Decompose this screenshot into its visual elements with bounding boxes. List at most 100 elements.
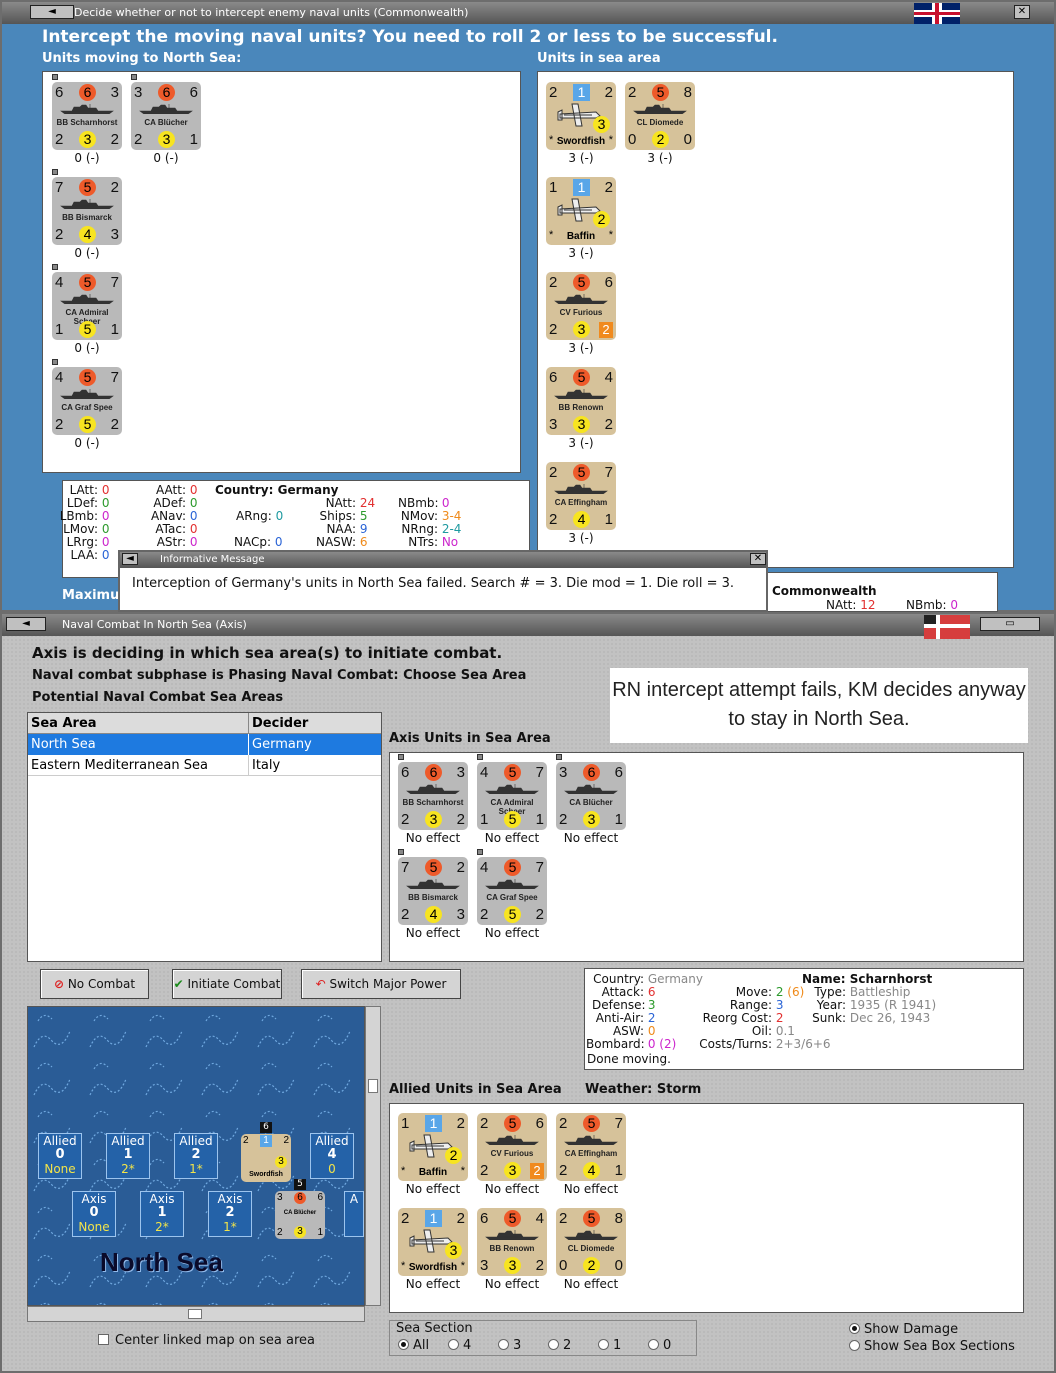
radio-icon[interactable] — [448, 1339, 459, 1350]
sea-section-option[interactable]: 3 — [498, 1338, 521, 1353]
radio-icon[interactable] — [598, 1339, 609, 1350]
radio-icon[interactable] — [498, 1339, 509, 1350]
show-damage-option[interactable]: Show Damage — [849, 1322, 958, 1337]
unit-status: 0 (-) — [74, 151, 100, 165]
counter-name: CA Blücher — [569, 798, 613, 807]
table-row[interactable]: North Sea Germany — [28, 734, 381, 755]
sea-section-option[interactable]: 2 — [548, 1338, 571, 1353]
stat-entry: AStr: 0 — [156, 535, 198, 549]
counter-top-right: 6 — [604, 274, 613, 291]
sea-section-option[interactable]: 1 — [598, 1338, 621, 1353]
col-sea-area[interactable]: Sea Area — [28, 713, 249, 733]
switch-major-power-button[interactable]: ↶ Switch Major Power — [301, 969, 461, 999]
table-row[interactable]: Eastern Mediterranean Sea Italy — [28, 755, 381, 776]
counter-name: Baffin — [418, 1167, 448, 1178]
info-bombard: Bombard: 0 (2) — [586, 1037, 677, 1051]
scroll-thumb[interactable] — [368, 1079, 378, 1093]
counter-bottom-center: 3 — [294, 1226, 306, 1238]
sea-section-option[interactable]: All — [398, 1338, 429, 1353]
unit-status: 3 (-) — [568, 246, 594, 260]
scroll-thumb[interactable] — [188, 1309, 202, 1319]
close-icon[interactable]: ✕ — [1014, 5, 1030, 19]
counter-top-center: 5 — [504, 764, 521, 781]
sea-section-option[interactable]: 0 — [648, 1338, 671, 1353]
show-sea-box-option[interactable]: Show Sea Box Sections — [849, 1339, 1015, 1354]
window-control-icon[interactable]: ▭ — [980, 617, 1040, 631]
map-vertical-scrollbar[interactable] — [365, 1006, 381, 1306]
counter-bottom-left: 3 — [480, 1257, 489, 1274]
row-sea-area: North Sea — [28, 734, 249, 755]
message-close-icon[interactable]: ✕ — [750, 553, 766, 565]
no-combat-button[interactable]: ⊘ No Combat — [40, 969, 149, 999]
sea-section-option[interactable]: 4 — [448, 1338, 471, 1353]
col-decider[interactable]: Decider — [252, 716, 309, 731]
message-text: Interception of Germany's units in North… — [132, 576, 734, 591]
map-horizontal-scrollbar[interactable] — [27, 1306, 365, 1322]
star-icon: * — [608, 229, 613, 241]
naval-combat-titlebar[interactable]: ◄ Naval Combat In North Sea (Axis) ▭ — [2, 614, 1054, 639]
counter-top-left: 1 — [401, 1115, 410, 1132]
counter-bottom-right: 2 — [110, 131, 119, 148]
message-titlebar[interactable]: ◄ Informative Message ✕ — [120, 552, 766, 568]
radio-icon[interactable] — [398, 1339, 409, 1350]
window-menu-button-2[interactable]: ◄ — [6, 617, 46, 631]
counter-top-right: 3 — [456, 764, 465, 781]
radio-icon[interactable] — [849, 1323, 860, 1334]
switch-arrow-icon: ↶ — [315, 977, 326, 991]
message-menu-button[interactable]: ◄ — [122, 553, 138, 565]
row-decider: Germany — [252, 737, 312, 752]
radio-icon[interactable] — [849, 1340, 860, 1351]
counter-top-right: 6 — [317, 1192, 323, 1203]
radio-icon[interactable] — [648, 1339, 659, 1350]
counter-plane-value: 3 — [593, 116, 610, 133]
counter-top-left: 7 — [55, 179, 64, 196]
window-menu-button[interactable]: ◄ — [30, 5, 74, 19]
counter-bottom-center: 5 — [79, 416, 96, 433]
initiate-combat-button[interactable]: ✔ Initiate Combat — [172, 969, 282, 999]
counter-bottom-center: 4 — [573, 511, 590, 528]
counter-top-center: 5 — [504, 859, 521, 876]
star-icon: * — [549, 229, 554, 241]
counter-top-center: 5 — [573, 369, 590, 386]
unit-status: 0 (-) — [74, 246, 100, 260]
axis-sea-box[interactable]: A — [344, 1191, 364, 1237]
center-linked-checkbox[interactable]: Center linked map on sea area — [98, 1333, 315, 1348]
stack-count-badge: 6 — [260, 1122, 272, 1133]
checkbox-icon[interactable] — [98, 1334, 109, 1345]
intercept-window-titlebar[interactable]: ◄ Decide whether or not to intercept ene… — [2, 2, 1054, 24]
counter-bottom-right: 2 — [535, 1257, 544, 1274]
counter-top-center: 5 — [583, 1210, 600, 1227]
radio-icon[interactable] — [548, 1339, 559, 1350]
